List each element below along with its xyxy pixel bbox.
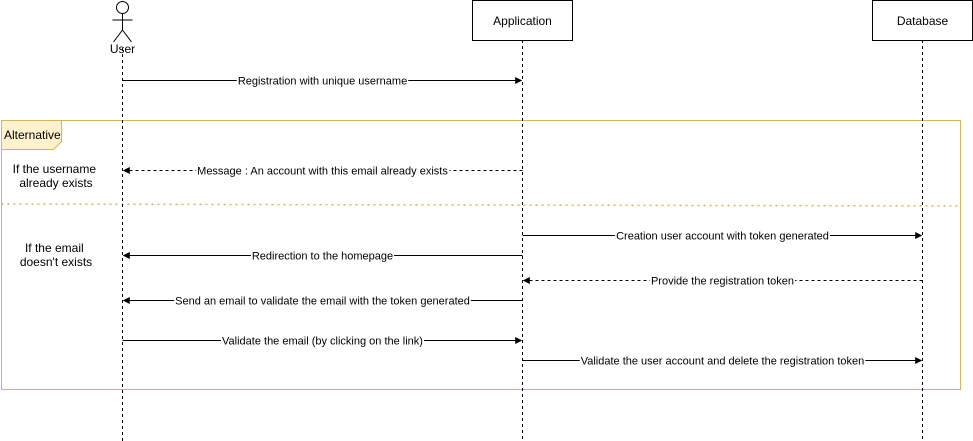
message-7: Validate the email (by clicking on the l… (122, 335, 523, 348)
message-label: Registration with unique username (238, 76, 407, 88)
database-box (872, 0, 973, 41)
message-4: Redirection to the homepage (122, 250, 523, 263)
message-5: Provide the registration token (522, 275, 923, 288)
message-label: Validate the user account and delete the… (581, 356, 865, 368)
message-label-background (174, 295, 471, 308)
database-participant: Database (872, 0, 973, 41)
database-label: Database (897, 14, 949, 28)
application-label: Application (493, 14, 552, 28)
message-label-background (250, 250, 395, 263)
message-label-background (196, 165, 450, 178)
messages: Registration with unique usernameMessage… (122, 75, 923, 368)
message-8: Validate the user account and delete the… (522, 355, 923, 368)
message-label: Send an email to validate the email with… (175, 296, 470, 308)
condition-email-not-exists: If the email doesn't exists (20, 241, 92, 269)
fragment-separator (1, 203, 961, 207)
message-label-background (579, 355, 866, 368)
application-participant: Application (472, 0, 573, 41)
message-label-background (615, 230, 830, 243)
message-label: Validate the email (by clicking on the l… (222, 336, 423, 348)
message-2: Message : An account with this email alr… (122, 165, 523, 178)
message-1: Registration with unique username (122, 75, 523, 88)
fragment-label-tab (1, 120, 62, 150)
message-3: Creation user account with token generat… (522, 230, 923, 243)
alternative-fragment: Alternative If the username already exis… (1, 120, 961, 390)
message-label: Redirection to the homepage (252, 251, 393, 263)
message-label-background (649, 275, 796, 288)
message-label-background (236, 75, 409, 88)
stick-figure-icon (112, 1, 133, 43)
message-label: Provide the registration token (651, 276, 794, 288)
fragment-frame (1, 120, 961, 390)
application-box (472, 0, 573, 41)
message-6: Send an email to validate the email with… (122, 295, 523, 308)
user-actor: User (110, 1, 135, 56)
message-label: Message : An account with this email alr… (197, 166, 448, 178)
message-label-background (221, 335, 424, 348)
condition-username-exists: If the username already exists (13, 162, 100, 190)
fragment-label: Alternative (4, 128, 61, 142)
user-label: User (110, 42, 135, 56)
message-label: Creation user account with token generat… (616, 231, 829, 243)
